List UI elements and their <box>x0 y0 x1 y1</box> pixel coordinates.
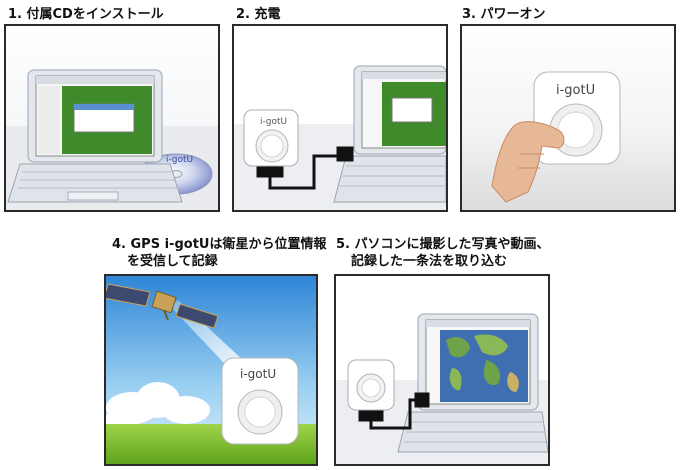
gps-logger-icon <box>347 359 395 411</box>
charging-illustration: i-gotU <box>234 26 446 210</box>
satellite-icon <box>106 283 219 329</box>
gps-logger-icon: i-gotU <box>243 109 299 167</box>
cable-icon <box>256 146 354 190</box>
cable-icon <box>358 392 430 430</box>
step-3-label: 3. パワーオン <box>462 7 546 22</box>
panel-import-pc <box>334 274 550 466</box>
panel-satellite: i-gotU <box>104 274 318 466</box>
laptop-icon <box>333 65 446 203</box>
panel-install-cd: i-gotU <box>4 24 220 212</box>
svg-text:i-gotU: i-gotU <box>260 117 287 127</box>
svg-text:i-gotU: i-gotU <box>166 155 193 165</box>
import-illustration <box>336 276 548 464</box>
device-brand: i-gotU <box>556 83 595 98</box>
step-1-label: 1. 付属CDをインストール <box>8 7 164 22</box>
panel-charge: i-gotU <box>232 24 448 212</box>
hand-icon <box>491 121 565 203</box>
step-5-label: 5. パソコンに撮影した写真や動画、 記録した一条法を取り込む <box>336 237 550 269</box>
device-brand: i-gotU <box>240 367 276 381</box>
laptop-icon <box>397 313 548 453</box>
step-4-label: 4. GPS i-gotUは衛星から位置情報 を受信して記録 <box>112 237 327 269</box>
world-map-icon <box>440 330 528 402</box>
gps-logger-icon: i-gotU <box>533 71 621 165</box>
panel-power-on: i-gotU <box>460 24 676 212</box>
laptop-cd-illustration: i-gotU <box>6 26 218 210</box>
satellite-illustration: i-gotU <box>106 276 316 464</box>
gps-logger-icon: i-gotU <box>221 357 299 445</box>
step-2-label: 2. 充電 <box>236 7 281 22</box>
laptop-icon <box>7 69 183 203</box>
power-on-illustration: i-gotU <box>462 26 674 210</box>
